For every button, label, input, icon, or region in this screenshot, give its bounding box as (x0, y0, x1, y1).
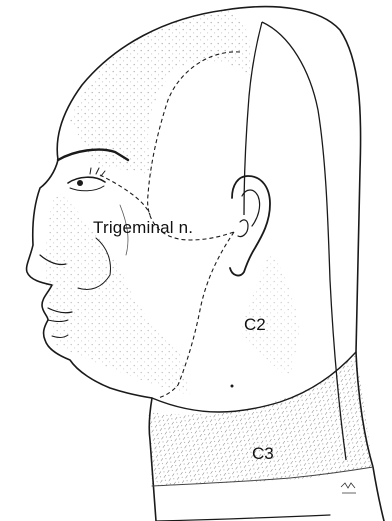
ear-outer-helix (230, 176, 270, 275)
ear-canal (238, 220, 248, 237)
c2-label: C2 (244, 316, 266, 333)
eye-lower-lid (70, 186, 104, 191)
illustrator-mark (341, 483, 356, 493)
eye-lashes (90, 168, 105, 176)
trigeminal-label: Trigeminal n. (93, 219, 193, 236)
illustrator-mark-scribble (341, 483, 356, 493)
ear (230, 176, 270, 275)
c3-label: C3 (252, 445, 274, 462)
trigeminal-inner-dashed-line (100, 175, 150, 215)
eye-pupil (77, 180, 83, 186)
reference-dot (231, 385, 234, 388)
shading-group (46, 10, 373, 486)
eye-upper-lid (68, 177, 105, 183)
shoulder-line (156, 515, 330, 521)
